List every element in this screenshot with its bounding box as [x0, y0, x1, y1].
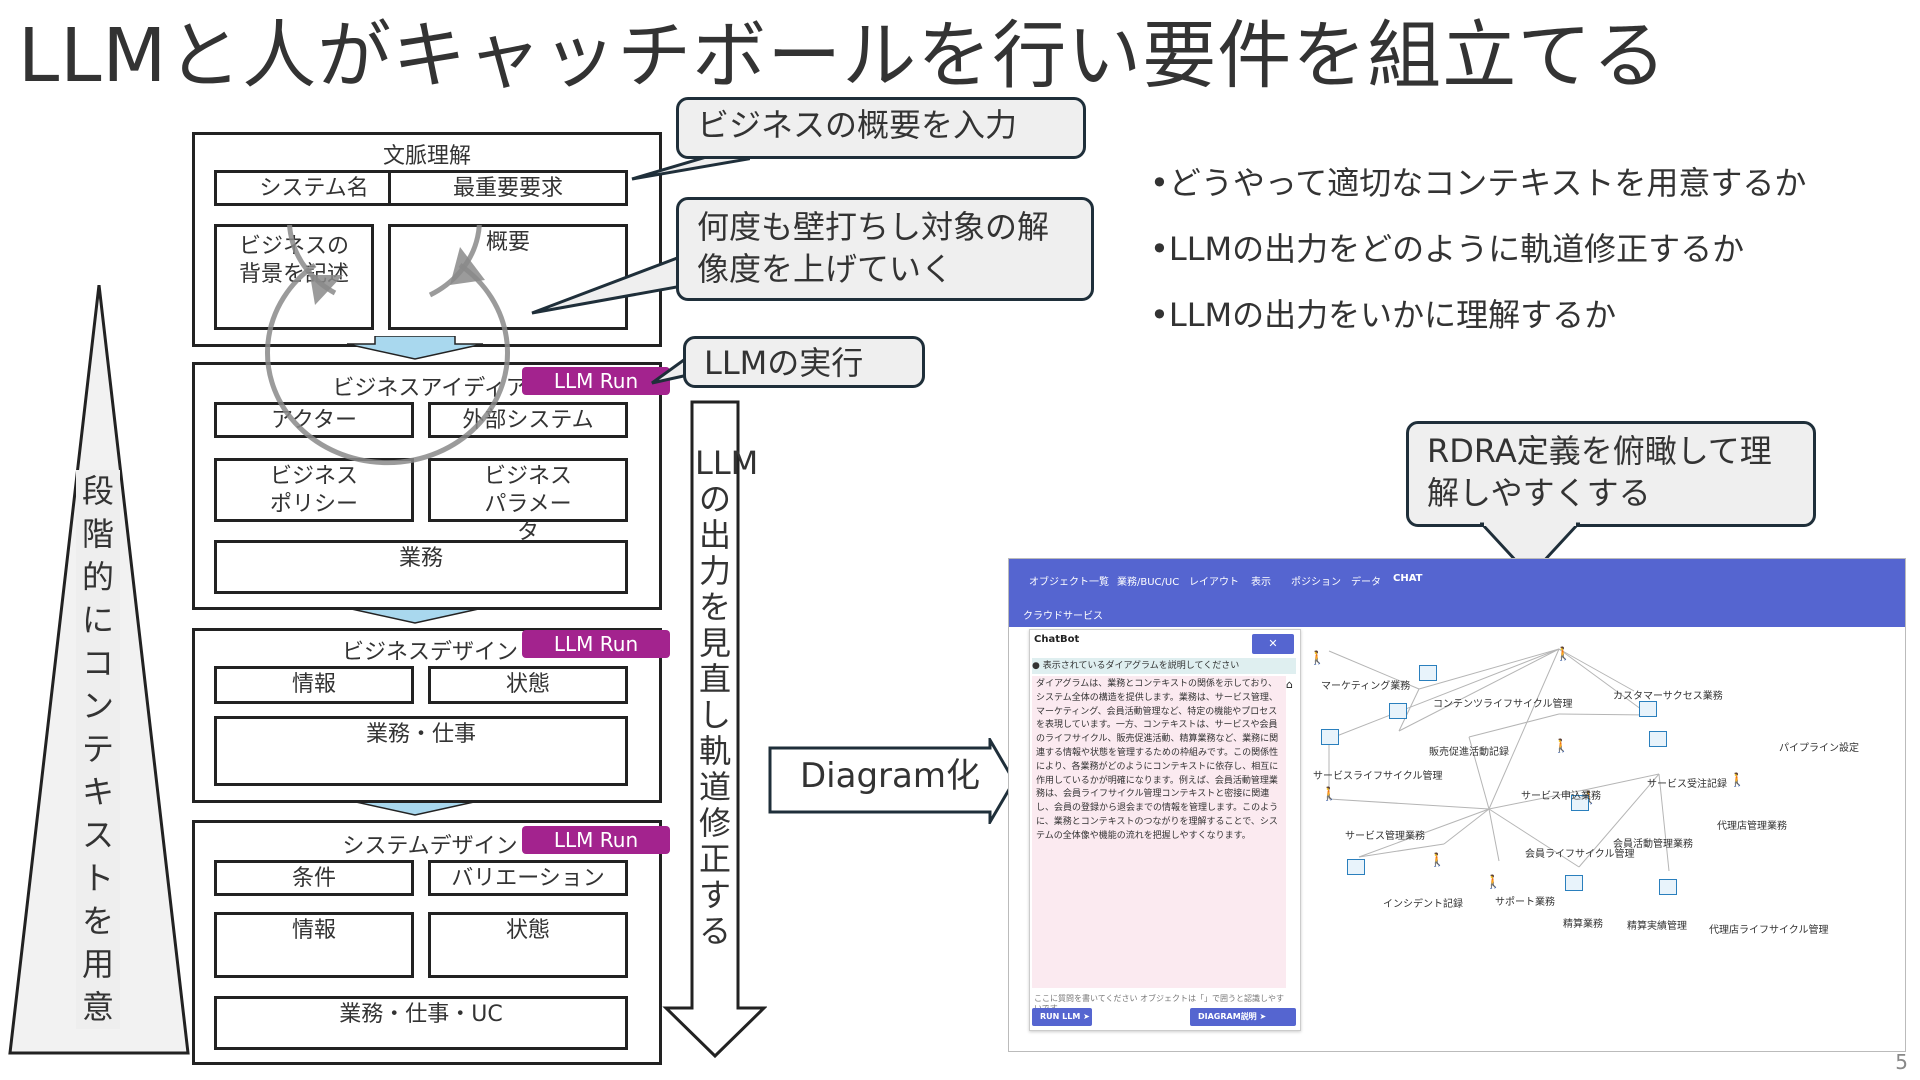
- condition-box[interactable]: 条件: [214, 860, 414, 896]
- rdra-diagram-edges: [1328, 648, 1670, 872]
- chat-question-text: 表示されているダイアグラムを説明してください: [1042, 661, 1240, 671]
- chat-question: ● 表示されているダイアグラムを説明してください: [1032, 658, 1296, 674]
- callout-llm-exec: LLMの実行: [683, 336, 925, 388]
- document-icon: [1639, 701, 1657, 717]
- run-llm-button[interactable]: RUN LLM ➤: [1032, 1008, 1092, 1026]
- document-icon: [1347, 859, 1365, 875]
- llm-run-button[interactable]: LLM Run: [522, 367, 670, 395]
- variation-box[interactable]: バリエーション: [428, 860, 628, 896]
- diagram-node[interactable]: 販売促進活動記録: [1429, 747, 1509, 758]
- home-icon[interactable]: ⌂: [1286, 678, 1293, 691]
- callout-rdra: RDRA定義を俯瞰して理解しやすくする: [1406, 421, 1816, 527]
- nav-cloud-service[interactable]: クラウドサービス: [1023, 611, 1103, 622]
- bullet-item: •どうやって適切なコンテキストを用意するか: [1150, 164, 1807, 202]
- diagram-node[interactable]: パイプライン設定: [1779, 743, 1859, 754]
- document-icon: [1571, 795, 1589, 811]
- actor-icon: 🚶: [1321, 787, 1338, 802]
- diagram-node[interactable]: サポート業務: [1495, 897, 1555, 908]
- bullet-item: •LLMの出力をいかに理解するか: [1150, 296, 1617, 334]
- chatbot-panel: ChatBot ✕ ● 表示されているダイアグラムを説明してください ダイアグラ…: [1029, 629, 1301, 1031]
- document-icon: [1565, 875, 1583, 891]
- document-icon: [1321, 729, 1339, 745]
- diagram-node[interactable]: 精算実績管理: [1627, 921, 1687, 932]
- run-llm-label: RUN LLM: [1040, 1012, 1081, 1021]
- diagram-node[interactable]: マーケティング業務: [1321, 681, 1411, 692]
- nav-data[interactable]: データ: [1351, 577, 1381, 588]
- state-box[interactable]: 状態: [428, 912, 628, 978]
- diagram-explain-button[interactable]: DIAGRAM説明 ➤: [1190, 1008, 1296, 1026]
- nav-position[interactable]: ポジション: [1291, 577, 1341, 588]
- business-background-box[interactable]: ビジネスの背景を記述: [214, 224, 374, 330]
- chat-answer: ダイアグラムは、業務とコンテキストの関係を示しており、システム全体の構造を提供し…: [1032, 676, 1286, 988]
- triangle-label: 段階的にコンテキストを用意: [76, 470, 120, 1029]
- actor-icon: 🚶: [1429, 853, 1446, 868]
- diagram-node[interactable]: 会員活動管理業務: [1613, 839, 1693, 850]
- document-icon: [1389, 703, 1407, 719]
- slide-title: LLMと人がキャッチボールを行い要件を組立てる: [18, 13, 1668, 99]
- actor-icon: 🚶: [1485, 875, 1502, 890]
- callout-pointer: [1480, 522, 1580, 578]
- nav-object-list[interactable]: オブジェクト一覧: [1029, 577, 1109, 588]
- chatbot-title: ChatBot: [1034, 634, 1080, 645]
- diagram-node[interactable]: カスタマーサクセス業務: [1613, 691, 1723, 702]
- diagram-node[interactable]: サービス受注記録: [1647, 779, 1727, 790]
- nav-display[interactable]: 表示: [1251, 577, 1271, 588]
- close-icon[interactable]: ✕: [1252, 634, 1294, 654]
- actor-icon: 🚶: [1309, 651, 1326, 666]
- nav-business-uc[interactable]: 業務/BUC/UC: [1117, 577, 1180, 588]
- nav-chat[interactable]: CHAT: [1393, 573, 1423, 584]
- info-box[interactable]: 情報: [214, 666, 414, 704]
- diagram-node[interactable]: 代理店管理業務: [1717, 821, 1787, 832]
- app-toolbar: オブジェクト一覧 業務/BUC/UC レイアウト 表示 ポジション データ CH…: [1009, 559, 1905, 627]
- top-requirement-box[interactable]: 最重要要求: [388, 170, 628, 206]
- work-uc-box[interactable]: 業務・仕事・UC: [214, 996, 628, 1050]
- stage-system-design-title: システムデザイン: [342, 834, 518, 859]
- iteration-cycle-icon: [265, 225, 510, 466]
- stage-business-design-title: ビジネスデザイン: [341, 640, 518, 665]
- document-icon: [1649, 731, 1667, 747]
- rdra-app-window: オブジェクト一覧 業務/BUC/UC レイアウト 表示 ポジション データ CH…: [1008, 558, 1906, 1052]
- actor-icon: 🚶: [1553, 739, 1570, 754]
- work-task-box[interactable]: 業務・仕事: [214, 716, 628, 786]
- diagram-node[interactable]: 精算業務: [1563, 919, 1603, 930]
- callout-input-overview: ビジネスの概要を入力: [676, 97, 1086, 159]
- info-box[interactable]: 情報: [214, 912, 414, 978]
- diagram-node[interactable]: サービス申込業務: [1521, 791, 1601, 802]
- flow-arrow-1: [346, 336, 484, 360]
- actor-icon: 🚶: [1555, 647, 1572, 662]
- diagram-node[interactable]: インシデント記録: [1383, 899, 1463, 910]
- document-icon: [1659, 879, 1677, 895]
- review-arrow: [662, 400, 767, 1059]
- diagram-node[interactable]: 代理店ライフサイクル管理: [1709, 925, 1829, 936]
- diagram-node[interactable]: 会員ライフサイクル管理: [1525, 849, 1635, 860]
- diagram-node[interactable]: サービス管理業務: [1345, 831, 1425, 842]
- business-parameter-box[interactable]: ビジネスパラメータ: [428, 458, 628, 545]
- llm-run-button[interactable]: LLM Run: [522, 630, 670, 658]
- state-box[interactable]: 状態: [428, 666, 628, 704]
- actor-box[interactable]: アクター: [214, 402, 414, 438]
- page-number: 5: [1895, 1050, 1908, 1074]
- work-box[interactable]: 業務: [214, 540, 628, 594]
- question-icon: ●: [1032, 661, 1040, 671]
- diagram-arrow-label: Diagram化: [800, 756, 980, 796]
- diagram-node[interactable]: サービスライフサイクル管理: [1313, 771, 1443, 782]
- business-policy-box[interactable]: ビジネスポリシー: [214, 458, 414, 522]
- review-arrow-label: LLMの出力を見直し軌道修正する: [695, 444, 759, 950]
- actor-icon: 🚶: [1729, 773, 1746, 788]
- stage-context-title: 文脈理解: [382, 144, 471, 169]
- document-icon: [1419, 665, 1437, 681]
- callout-refine: 何度も壁打ちし対象の解像度を上げていく: [676, 197, 1094, 301]
- diagram-arrow: [768, 738, 1016, 824]
- diagram-node[interactable]: コンテンツライフサイクル管理: [1433, 699, 1573, 710]
- llm-run-button[interactable]: LLM Run: [522, 826, 670, 854]
- bullet-item: •LLMの出力をどのように軌道修正するか: [1150, 230, 1745, 268]
- bullet-list: •どうやって適切なコンテキストを用意するか •LLMの出力をどのように軌道修正す…: [1150, 150, 1806, 348]
- system-name-box[interactable]: システム名: [214, 170, 414, 206]
- nav-layout[interactable]: レイアウト: [1189, 577, 1239, 588]
- diagram-explain-label: DIAGRAM説明: [1198, 1012, 1257, 1021]
- callout-pointer: [531, 255, 690, 315]
